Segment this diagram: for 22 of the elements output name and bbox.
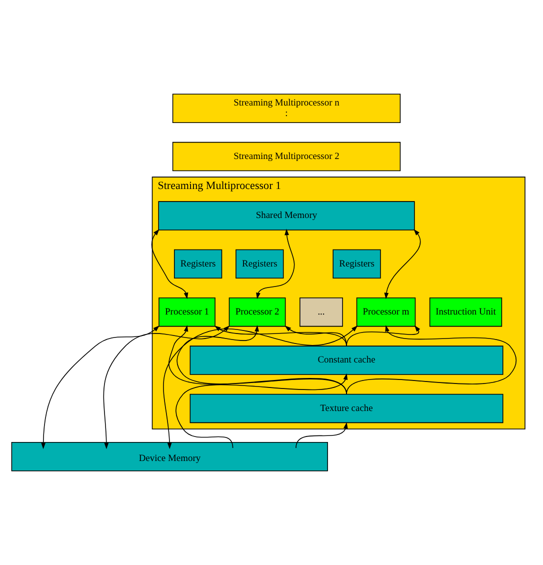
node-box: Registers [236, 249, 284, 279]
node-box: Instruction Unit [429, 298, 502, 327]
node-box: Streaming Multiprocessor 2 [172, 142, 401, 172]
node-box: Constant cache [190, 346, 504, 375]
node-box: Registers [332, 249, 381, 279]
arrow [346, 325, 517, 395]
node-box: ... [300, 298, 343, 327]
node-box: Processor m [356, 298, 416, 327]
node-box: Processor 1 [158, 298, 216, 327]
node-box: Texture cache [190, 394, 504, 424]
arrow [256, 228, 295, 300]
node-box: Streaming Multiprocessor n : [172, 94, 401, 123]
arrow [296, 422, 348, 448]
node-box: Shared Memory [158, 201, 415, 230]
arrow [41, 326, 160, 450]
node-box: Registers [174, 249, 222, 279]
node-box: Processor 2 [228, 298, 286, 327]
arrow [284, 326, 347, 346]
arrow [384, 229, 421, 300]
arrow [346, 325, 420, 346]
arrow [151, 229, 188, 300]
arrow [176, 373, 348, 448]
